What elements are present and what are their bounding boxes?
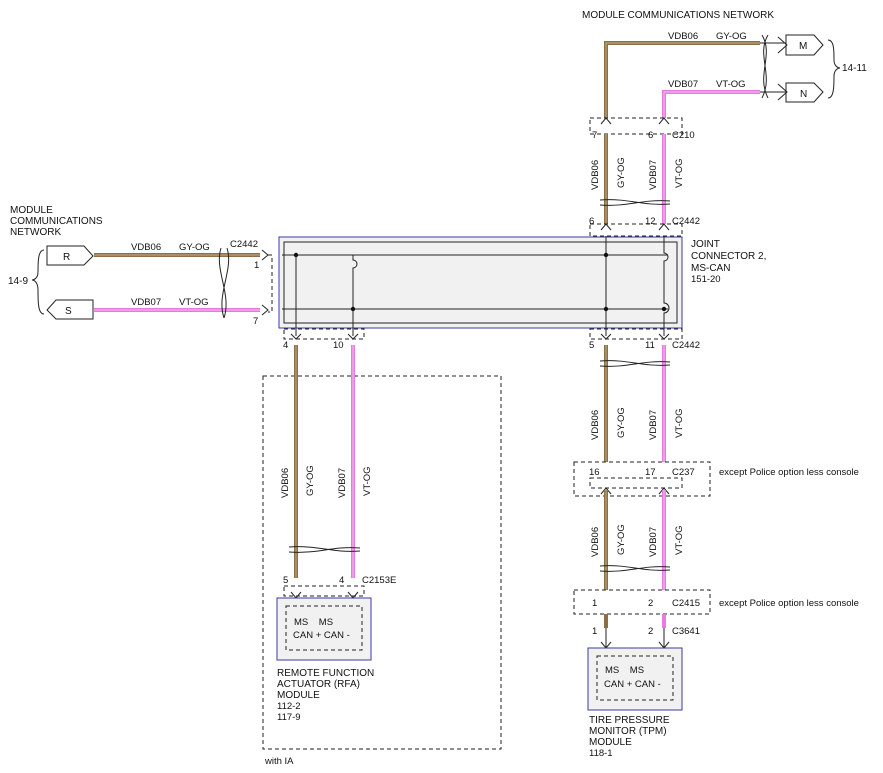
connector-m-shape — [777, 36, 788, 54]
seg2-gy-color: GY-OG — [616, 407, 627, 438]
top-vt-color: VT-OG — [716, 79, 746, 90]
c210-pin-b: 6 — [648, 130, 653, 141]
seg3-gy-color: GY-OG — [616, 524, 627, 555]
seg1-vt-color: VT-OG — [674, 158, 685, 188]
c2442-br-pin-a: 5 — [589, 340, 594, 351]
c237-id: C237 — [672, 467, 695, 478]
rfa-pin-row1: MS MS — [294, 617, 333, 628]
top-network-title: MODULE COMMUNICATIONS NETWORK — [582, 10, 774, 21]
top-vt-wire — [662, 90, 760, 118]
tpm-name-3: MODULE — [589, 737, 632, 748]
rfa-vt-color: VT-OG — [362, 466, 373, 496]
rfa-gy-circuit: VDB06 — [280, 468, 291, 498]
top-network-ref: 14-11 — [842, 63, 867, 74]
left-vt-color: VT-OG — [179, 297, 209, 308]
c237-pin-b: 17 — [645, 467, 656, 478]
left-vt-circuit: VDB07 — [131, 297, 161, 308]
seg3-vt-color: VT-OG — [674, 525, 685, 555]
top-vt-circuit: VDB07 — [668, 79, 698, 90]
connector-n-label: N — [800, 89, 807, 100]
c2442-bl-pin-a: 4 — [283, 340, 288, 351]
c2442-bl-pin-b: 10 — [333, 340, 344, 351]
seg3-vt-circuit: VDB07 — [648, 527, 659, 557]
c237-note: except Police option less console — [719, 467, 859, 478]
rfa-name-3: MODULE — [277, 690, 320, 701]
c2415-pin-b: 2 — [648, 598, 653, 609]
c210-pin-a: 7 — [592, 130, 597, 141]
joint-connector-box — [278, 236, 683, 329]
tpm-name-2: MONITOR (TPM) — [589, 726, 667, 737]
left-network-ref: 14-9 — [8, 276, 28, 287]
tpm-ref-1: 118-1 — [589, 748, 613, 759]
rfa-ref-1: 112-2 — [277, 701, 301, 712]
connector-m-label: M — [799, 41, 807, 52]
seg2-vt-circuit: VDB07 — [648, 410, 659, 440]
seg3-gy-circuit: VDB06 — [590, 527, 601, 557]
left-network-title-2: COMMUNICATIONS — [10, 216, 103, 227]
rfa-pin-row2: CAN + CAN - — [293, 630, 350, 641]
top-gy-circuit: VDB06 — [668, 31, 698, 42]
joint-line2: CONNECTOR 2, — [691, 251, 766, 262]
joint-ref: 151-20 — [691, 274, 721, 285]
tpm-pin-row1: MS MS — [605, 665, 644, 676]
c2415-pin-a: 1 — [592, 598, 597, 609]
c2415-id: C2415 — [672, 598, 700, 609]
connector-s-label: S — [65, 306, 72, 317]
left-gy-circuit: VDB06 — [131, 242, 161, 253]
left-network-title-1: MODULE — [10, 205, 53, 216]
left-pin-1: 1 — [254, 260, 259, 271]
joint-line3: MS-CAN — [691, 263, 730, 274]
c2442-top-id: C2442 — [672, 216, 700, 227]
c3641-pin-b: 2 — [648, 626, 653, 637]
c2442-br-pin-b: 11 — [645, 340, 655, 351]
rfa-option-box — [262, 375, 502, 750]
rfa-gy-color: GY-OG — [305, 465, 316, 496]
connector-r-label: R — [63, 252, 70, 263]
c2415-note: except Police option less console — [719, 598, 859, 609]
left-network-title-3: NETWORK — [10, 227, 61, 238]
c2153e-pin-b: 4 — [339, 575, 344, 586]
rfa-module-box — [276, 597, 372, 661]
tpm-name-1: TIRE PRESSURE — [589, 715, 670, 726]
seg2-vt-color: VT-OG — [674, 408, 685, 438]
joint-line1: JOINT — [691, 239, 720, 250]
tpm-pin-row2: CAN + CAN - — [604, 679, 661, 690]
rfa-ref-2: 117-9 — [277, 712, 301, 723]
left-gy-color: GY-OG — [179, 242, 210, 253]
seg1-gy-circuit: VDB06 — [590, 160, 601, 190]
c2153e-id: C2153E — [362, 575, 396, 586]
left-connector-id: C2442 — [230, 239, 258, 250]
top-gy-color: GY-OG — [716, 31, 747, 42]
seg2-gy-circuit: VDB06 — [590, 410, 601, 440]
rfa-name-1: REMOTE FUNCTION — [277, 668, 374, 679]
c210-id: C210 — [672, 130, 695, 141]
seg1-gy-color: GY-OG — [616, 157, 627, 188]
c3641-pin-a: 1 — [592, 626, 597, 637]
c2442-top-pin-b: 12 — [645, 216, 656, 227]
c2442-br-id: C2442 — [672, 340, 700, 351]
c2153e-pin-a: 5 — [283, 575, 288, 586]
rfa-name-2: ACTUATOR (RFA) — [277, 679, 360, 690]
c3641-id: C3641 — [672, 626, 700, 637]
left-pin-7: 7 — [253, 316, 258, 327]
c237-pin-a: 16 — [589, 467, 600, 478]
seg1-vt-circuit: VDB07 — [648, 160, 659, 190]
rfa-option-label: with IA — [264, 756, 294, 767]
c2442-top-pin-a: 6 — [589, 216, 594, 227]
rfa-vt-circuit: VDB07 — [337, 468, 348, 498]
